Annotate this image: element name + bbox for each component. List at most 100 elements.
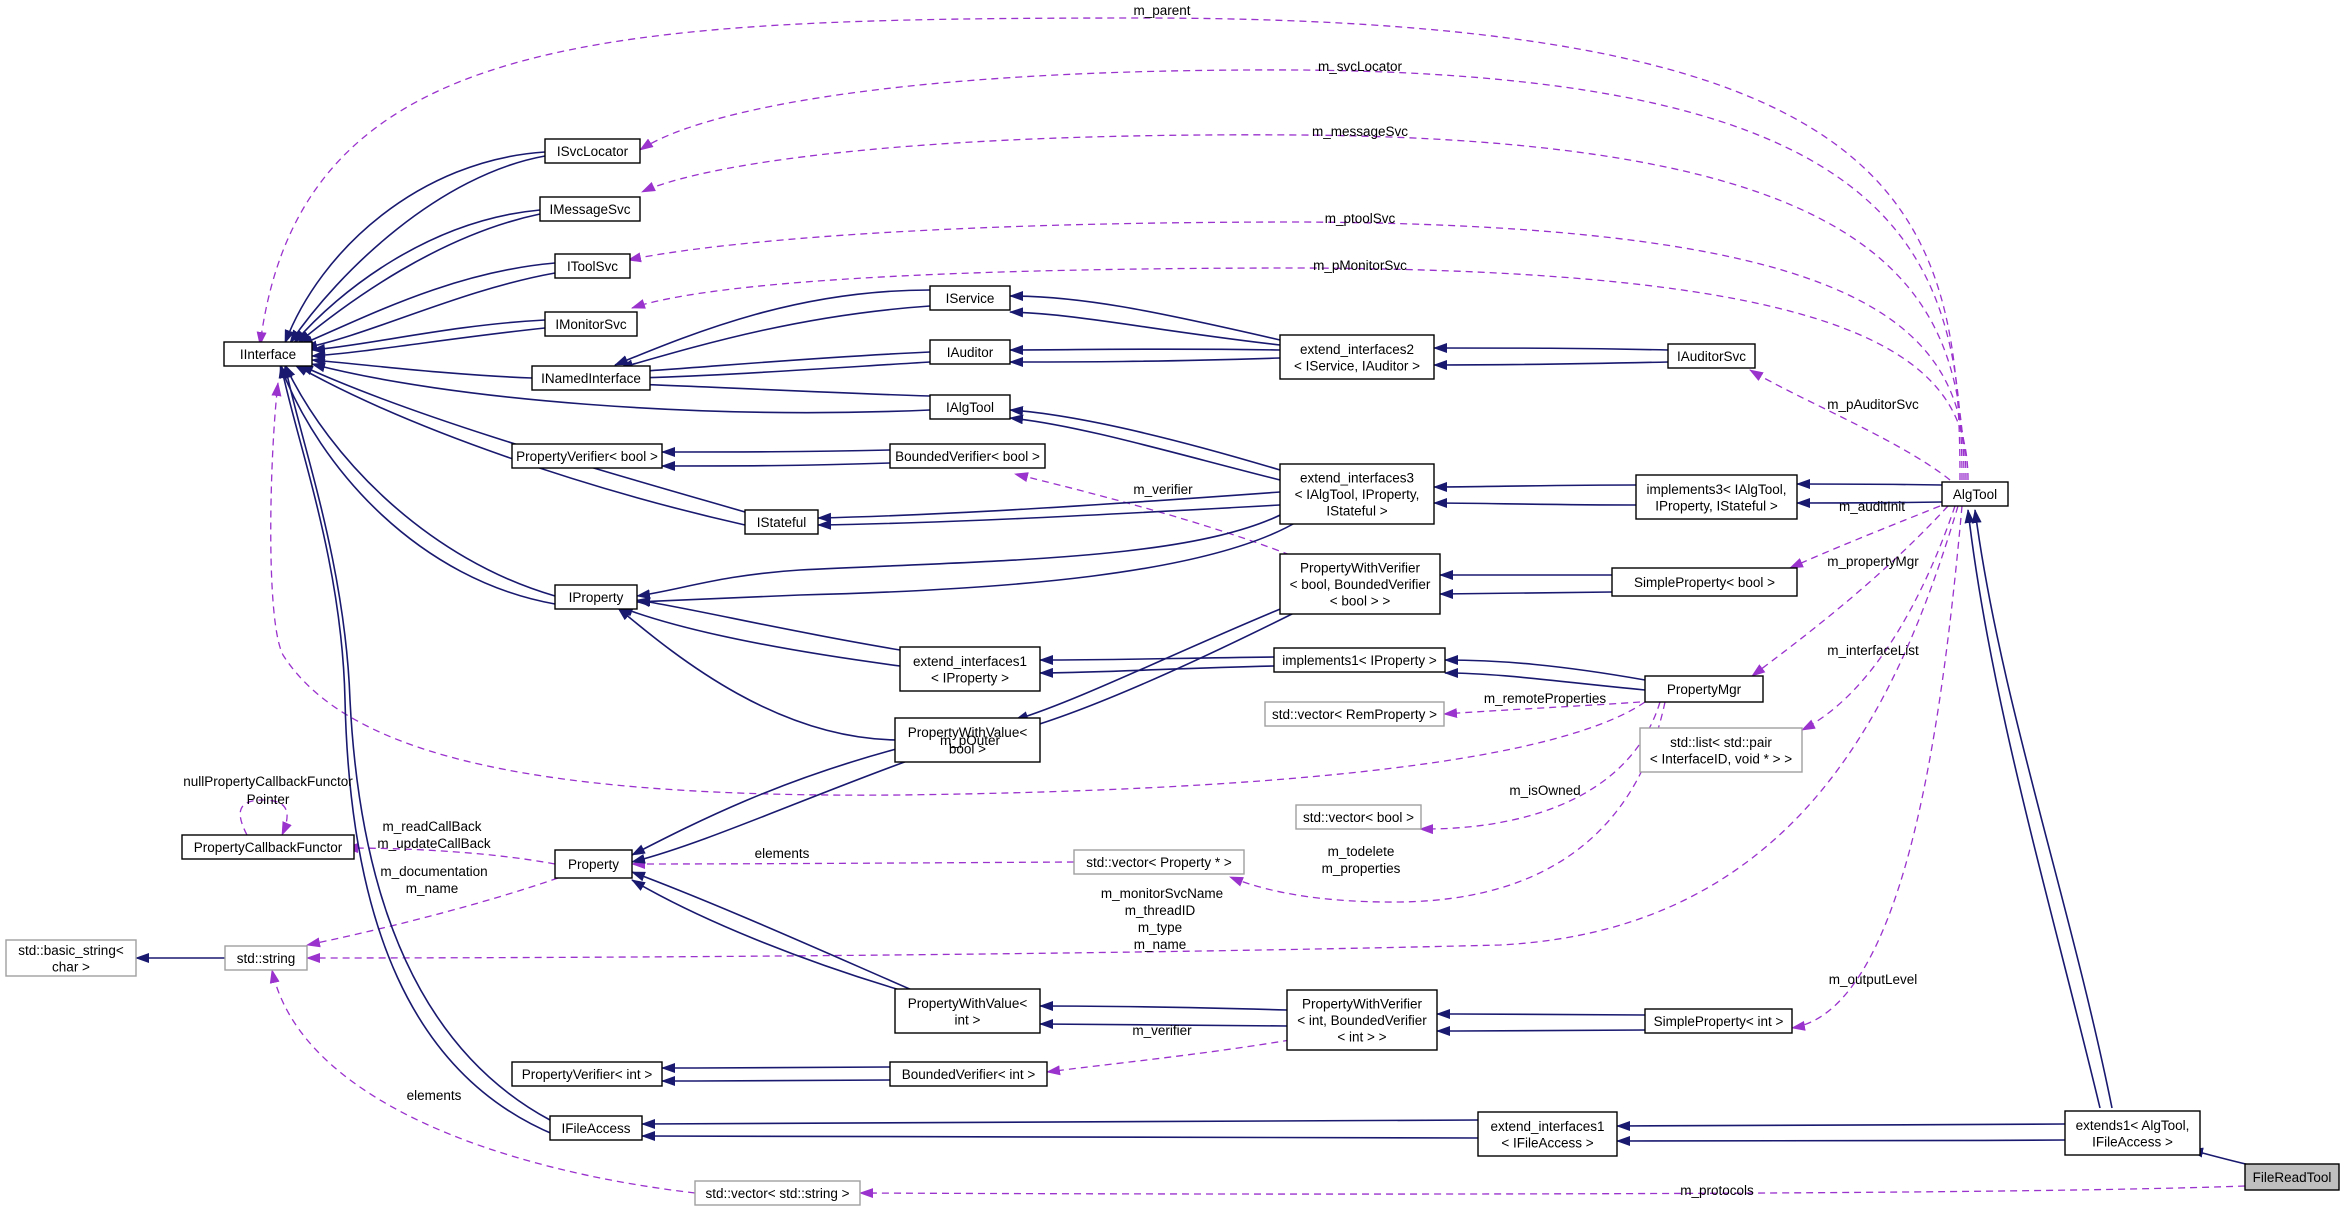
class-node-ialgtool[interactable]: IAlgTool: [929, 394, 1011, 420]
class-node-ifileaccess[interactable]: IFileAccess: [549, 1115, 643, 1141]
class-node-box: [1941, 481, 2009, 507]
class-node-label: implements1< IProperty >: [1282, 653, 1437, 668]
label-m-readCallBack: m_readCallBack: [382, 819, 481, 834]
class-node-iinterface[interactable]: IInterface: [223, 341, 313, 367]
class-node-bvint[interactable]: BoundedVerifier< int >: [889, 1061, 1048, 1087]
class-node-ext1[interactable]: extends1< AlgTool,IFileAccess >: [2064, 1110, 2201, 1156]
class-node-label: std::vector< bool >: [1303, 810, 1414, 825]
class-node-box: [744, 509, 819, 535]
edge-labels: m_parent m_svcLocator m_messageSvc m_pto…: [183, 3, 1919, 1198]
class-node-label: std::vector< RemProperty >: [1272, 707, 1437, 722]
edge-ei3-istateful-2: [817, 504, 1281, 530]
label-m-name-prop: m_name: [406, 881, 459, 896]
class-node-string[interactable]: std::string: [224, 945, 308, 971]
class-node-algtool[interactable]: AlgTool: [1941, 481, 2009, 507]
edge-m-protocols: [859, 1185, 2246, 1199]
class-node-box: [224, 945, 308, 971]
class-node-pwvalint[interactable]: PropertyWithValue<int >: [894, 988, 1041, 1034]
edge-istateful-iinterface: [299, 364, 746, 513]
class-node-box: [929, 339, 1011, 365]
label-m-ptoolSvc: m_ptoolSvc: [1325, 211, 1396, 226]
class-node-iservice[interactable]: IService: [929, 285, 1011, 311]
class-node-box: [554, 253, 631, 279]
edge-property-iproperty: [617, 607, 901, 741]
class-node-box: [2244, 1163, 2340, 1191]
edge-m-messageSvc: [641, 134, 1965, 481]
edge-m-ptoolSvc: [627, 221, 1967, 481]
class-node-box: [2064, 1110, 2201, 1156]
class-node-label: ISvcLocator: [557, 144, 629, 159]
label-m-interfaceList: m_interfaceList: [1827, 643, 1919, 658]
class-node-iauditor[interactable]: IAuditor: [929, 339, 1011, 365]
class-node-property[interactable]: Property: [554, 849, 633, 879]
edge-pvbool-bvbool: [661, 446, 891, 457]
class-node-box: [1639, 727, 1803, 773]
class-node-label: extend_interfaces1: [913, 654, 1027, 669]
class-node-filereadtool[interactable]: FileReadTool: [2244, 1163, 2340, 1191]
class-node-label: < int > >: [1337, 1030, 1386, 1045]
class-node-label: PropertyMgr: [1667, 682, 1742, 697]
class-node-spbool[interactable]: SimpleProperty< bool >: [1611, 567, 1798, 597]
class-node-label: std::vector< Property * >: [1086, 855, 1232, 870]
class-node-pvbool[interactable]: PropertyVerifier< bool >: [511, 443, 663, 469]
class-node-label: std::string: [237, 951, 296, 966]
class-node-imonitorsvc[interactable]: IMonitorSvc: [544, 311, 638, 337]
class-node-box: [544, 311, 638, 337]
label-m-parent: m_parent: [1133, 3, 1190, 18]
class-node-inamedinterface[interactable]: INamedInterface: [531, 365, 651, 391]
class-node-iauditorsvc[interactable]: IAuditorSvc: [1667, 343, 1756, 369]
class-node-box: [1644, 675, 1764, 703]
class-node-box: [1635, 474, 1798, 520]
class-node-vecpropptr[interactable]: std::vector< Property * >: [1073, 849, 1245, 875]
class-node-label: PropertyWithVerifier: [1300, 561, 1421, 576]
class-node-imessagesvc[interactable]: IMessageSvc: [539, 196, 641, 222]
inheritance-edges: [135, 151, 2251, 1166]
class-node-isvclocator[interactable]: ISvcLocator: [544, 138, 641, 164]
class-node-vecrem[interactable]: std::vector< RemProperty >: [1264, 701, 1445, 727]
class-node-propertymgr[interactable]: PropertyMgr: [1644, 675, 1764, 703]
class-node-iproperty[interactable]: IProperty: [554, 584, 638, 610]
class-node-pvint[interactable]: PropertyVerifier< int >: [511, 1061, 663, 1087]
label-m-properties: m_properties: [1322, 861, 1401, 876]
class-node-box: [1273, 647, 1446, 673]
class-node-itoolsvc[interactable]: IToolSvc: [554, 253, 631, 279]
class-node-pwvbool[interactable]: PropertyWithVerifier< bool, BoundedVerif…: [1279, 553, 1441, 615]
class-node-basicstring[interactable]: std::basic_string<char >: [5, 939, 137, 977]
class-node-box: [511, 1061, 663, 1087]
class-node-ei1p[interactable]: extend_interfaces1< IProperty >: [899, 646, 1041, 692]
class-node-vecstr[interactable]: std::vector< std::string >: [694, 1180, 861, 1206]
class-node-spint[interactable]: SimpleProperty< int >: [1644, 1008, 1793, 1034]
edge-ei3-istateful: [817, 491, 1281, 523]
edge-ei2-iauditor: [1009, 344, 1281, 355]
class-node-label: IFileAccess: [561, 1121, 630, 1136]
edge-impl3-ei3-2: [1433, 498, 1637, 509]
edge-m-interfaceList: [1801, 505, 1956, 731]
edge-pwvbool-pwvalbool: [1014, 604, 1291, 721]
edge-m-properties: [1229, 701, 1666, 903]
class-node-impl1[interactable]: implements1< IProperty >: [1273, 647, 1446, 673]
class-node-pwvint[interactable]: PropertyWithVerifier< int, BoundedVerifi…: [1286, 989, 1438, 1051]
edge-ei3-ialgtool-2: [1009, 414, 1281, 481]
edge-ei1p-iproperty-2: [619, 606, 901, 667]
class-node-ei3[interactable]: extend_interfaces3< IAlgTool, IProperty,…: [1279, 463, 1435, 525]
class-node-vecbool[interactable]: std::vector< bool >: [1295, 804, 1422, 830]
class-node-box: [1644, 1008, 1793, 1034]
class-node-box: [1667, 343, 1756, 369]
label-m-outputLevel: m_outputLevel: [1829, 972, 1918, 987]
edge-pvint-bvint-2: [661, 1075, 891, 1086]
class-node-pwvalbool[interactable]: PropertyWithValue<bool >: [894, 717, 1041, 763]
class-node-bvbool[interactable]: BoundedVerifier< bool >: [889, 443, 1046, 469]
class-node-pcf[interactable]: PropertyCallbackFunctor: [181, 834, 355, 860]
edge-ialgtool-iinterface: [311, 362, 931, 414]
class-node-listpair[interactable]: std::list< std::pair< InterfaceID, void …: [1639, 727, 1803, 773]
edge-algtool-impl3: [1796, 479, 1943, 490]
class-node-impl3[interactable]: implements3< IAlgTool,IProperty, IStatef…: [1635, 474, 1798, 520]
class-node-ei1f[interactable]: extend_interfaces1< IFileAccess >: [1477, 1111, 1618, 1157]
class-node-label: < bool > >: [1330, 594, 1391, 609]
class-node-istateful[interactable]: IStateful: [744, 509, 819, 535]
edge-ext1-ei1f-2: [1616, 1135, 2066, 1146]
label-elements-prop: elements: [755, 846, 810, 861]
class-node-ei2[interactable]: extend_interfaces2< IService, IAuditor >: [1279, 334, 1435, 380]
label-m-threadID: m_threadID: [1125, 903, 1196, 918]
